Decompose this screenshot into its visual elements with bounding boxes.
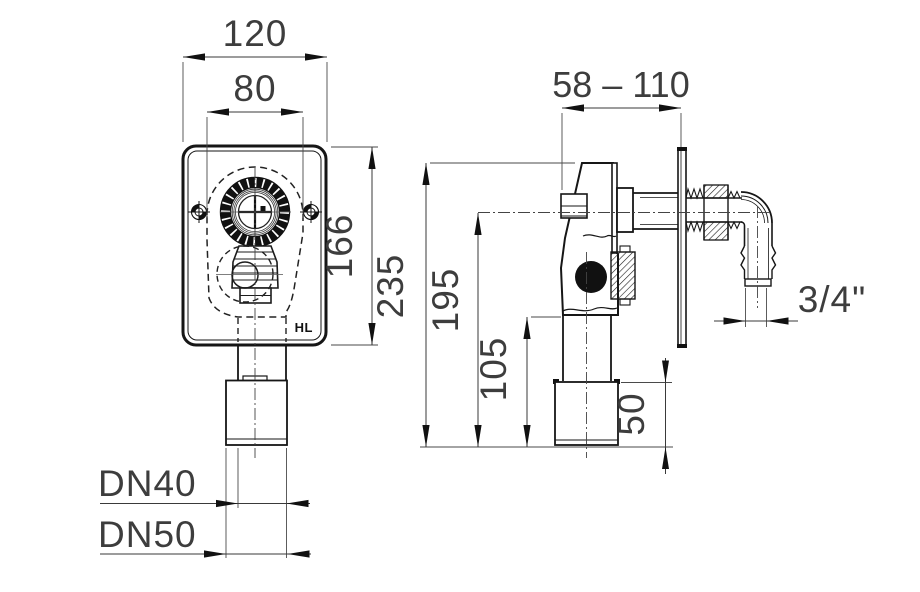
adjuster-tab [560, 193, 588, 219]
extension-lines [182, 62, 767, 558]
dim-outlet-stub-height-label: 105 [473, 337, 514, 402]
cleanout-plug-dot [575, 261, 607, 293]
dim-outlet-socket-label: DN50 [98, 514, 197, 555]
wall-plate-edge [677, 147, 687, 348]
dim-opening-width-label: 80 [233, 68, 276, 109]
wall-opening-dashed-outline [206, 166, 304, 318]
dim-overall-height-label: 235 [370, 254, 411, 319]
dim-plate-width-label: 120 [223, 13, 288, 54]
front-centerlines [216, 168, 291, 458]
left-screw-icon [188, 201, 210, 223]
drain-socket-circle [231, 261, 259, 289]
body-break-line-upper [582, 234, 617, 238]
dim-socket-depth-label: 50 [611, 392, 652, 435]
brand-logo: HL [295, 320, 313, 335]
right-screw-icon [300, 201, 322, 223]
drain-socket-dashed-circle [216, 245, 274, 303]
side-centerlines [478, 206, 772, 458]
serrated-clamp-block [610, 245, 636, 306]
dim-inlet-center-height-label: 195 [425, 268, 466, 333]
dimensions: 120 80 166 58 – 110 235 195 105 50 3/4" … [98, 13, 867, 558]
front-view: HL [181, 144, 328, 458]
body-break-line-lower [562, 306, 618, 312]
dim-outlet-pipe-label: DN40 [98, 463, 197, 504]
side-view [478, 147, 777, 458]
hose-elbow-barb [740, 191, 777, 287]
ring-index-mark [260, 206, 266, 213]
dim-install-depth-label: 58 – 110 [552, 64, 689, 105]
wall-opening-dashed-drops [237, 318, 287, 342]
dimension-arrowheads [183, 53, 789, 558]
dim-hose-connection-label: 3/4" [798, 279, 867, 320]
inlet-tube [616, 187, 678, 233]
front-outlet-pipe [225, 346, 288, 446]
threaded-stub [685, 184, 742, 241]
dim-plate-height-label: 166 [319, 214, 360, 279]
mounting-plate-inner-edge [187, 150, 322, 341]
